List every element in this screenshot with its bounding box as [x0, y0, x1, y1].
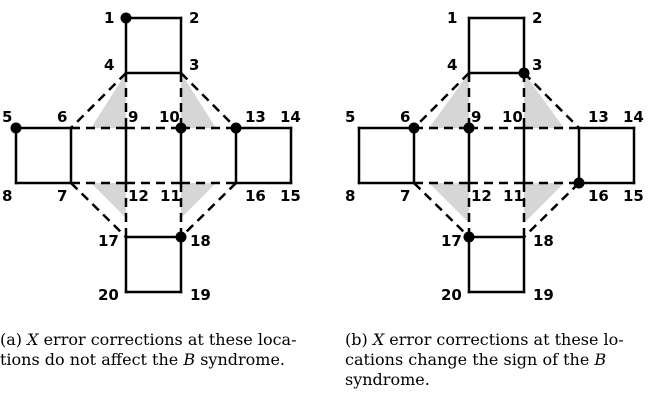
node-label: 4: [104, 56, 114, 74]
node-label: 12: [128, 187, 149, 205]
node-label: 5: [2, 108, 12, 126]
dashed-edge: [70, 72, 127, 129]
dashed-edge: [180, 72, 237, 129]
node-label: 15: [623, 187, 644, 205]
node-label: 8: [345, 187, 355, 205]
shaded-triangle: [181, 73, 216, 128]
node-label: 6: [57, 108, 67, 126]
node-label: 2: [532, 9, 542, 27]
node-label: 1: [447, 9, 457, 27]
node-label: 9: [471, 108, 481, 126]
shaded-triangle: [181, 183, 216, 218]
node-label: 6: [400, 108, 410, 126]
dashed-edge: [413, 182, 470, 238]
error-location-dot: [120, 12, 132, 24]
caption-a: (a) X error corrections at these loca- t…: [0, 330, 297, 369]
shaded-triangle: [429, 183, 469, 223]
shaded-triangle: [429, 73, 469, 128]
node-label: 16: [588, 187, 609, 205]
caption-b: (b) X error corrections at these lo- cat…: [345, 330, 624, 389]
node-label: 11: [503, 187, 524, 205]
node-label: 17: [441, 232, 462, 250]
node-label: 8: [2, 187, 12, 205]
node-label: 17: [98, 232, 119, 250]
node-label: 9: [128, 108, 138, 126]
node-label: 15: [280, 187, 301, 205]
node-label: 19: [190, 286, 211, 300]
dashed-edge: [523, 182, 580, 238]
node-label: 13: [245, 108, 266, 126]
shaded-triangle: [91, 73, 126, 128]
node-label: 5: [345, 108, 355, 126]
node-label: 20: [441, 286, 462, 300]
error-location-dot: [463, 231, 475, 243]
node-label: 20: [98, 286, 119, 300]
dashed-edge: [180, 182, 237, 238]
shaded-triangle: [91, 183, 126, 218]
node-label: 7: [400, 187, 410, 205]
error-location-dot: [175, 231, 187, 243]
node-label: 14: [623, 108, 644, 126]
node-label: 7: [57, 187, 67, 205]
node-label: 1: [104, 9, 114, 27]
dashed-edge: [413, 72, 470, 129]
shaded-triangle: [524, 183, 564, 223]
shaded-triangle: [524, 73, 564, 128]
node-label: 3: [532, 56, 542, 74]
node-label: 14: [280, 108, 301, 126]
node-label: 2: [189, 9, 199, 27]
node-label: 10: [159, 108, 180, 126]
error-location-dot: [408, 122, 420, 134]
node-label: 16: [245, 187, 266, 205]
error-location-dot: [175, 122, 187, 134]
error-location-dot: [230, 122, 242, 134]
error-location-dot: [573, 177, 585, 189]
error-location-dot: [518, 67, 530, 79]
node-label: 4: [447, 56, 457, 74]
node-label: 13: [588, 108, 609, 126]
dashed-edge: [70, 182, 127, 238]
node-label: 19: [533, 286, 554, 300]
error-location-dot: [463, 122, 475, 134]
node-label: 12: [471, 187, 492, 205]
node-label: 11: [160, 187, 181, 205]
error-location-dot: [10, 122, 22, 134]
dashed-edge: [523, 72, 580, 129]
node-label: 3: [189, 56, 199, 74]
node-label: 10: [502, 108, 523, 126]
node-label: 18: [533, 232, 554, 250]
node-label: 18: [190, 232, 211, 250]
